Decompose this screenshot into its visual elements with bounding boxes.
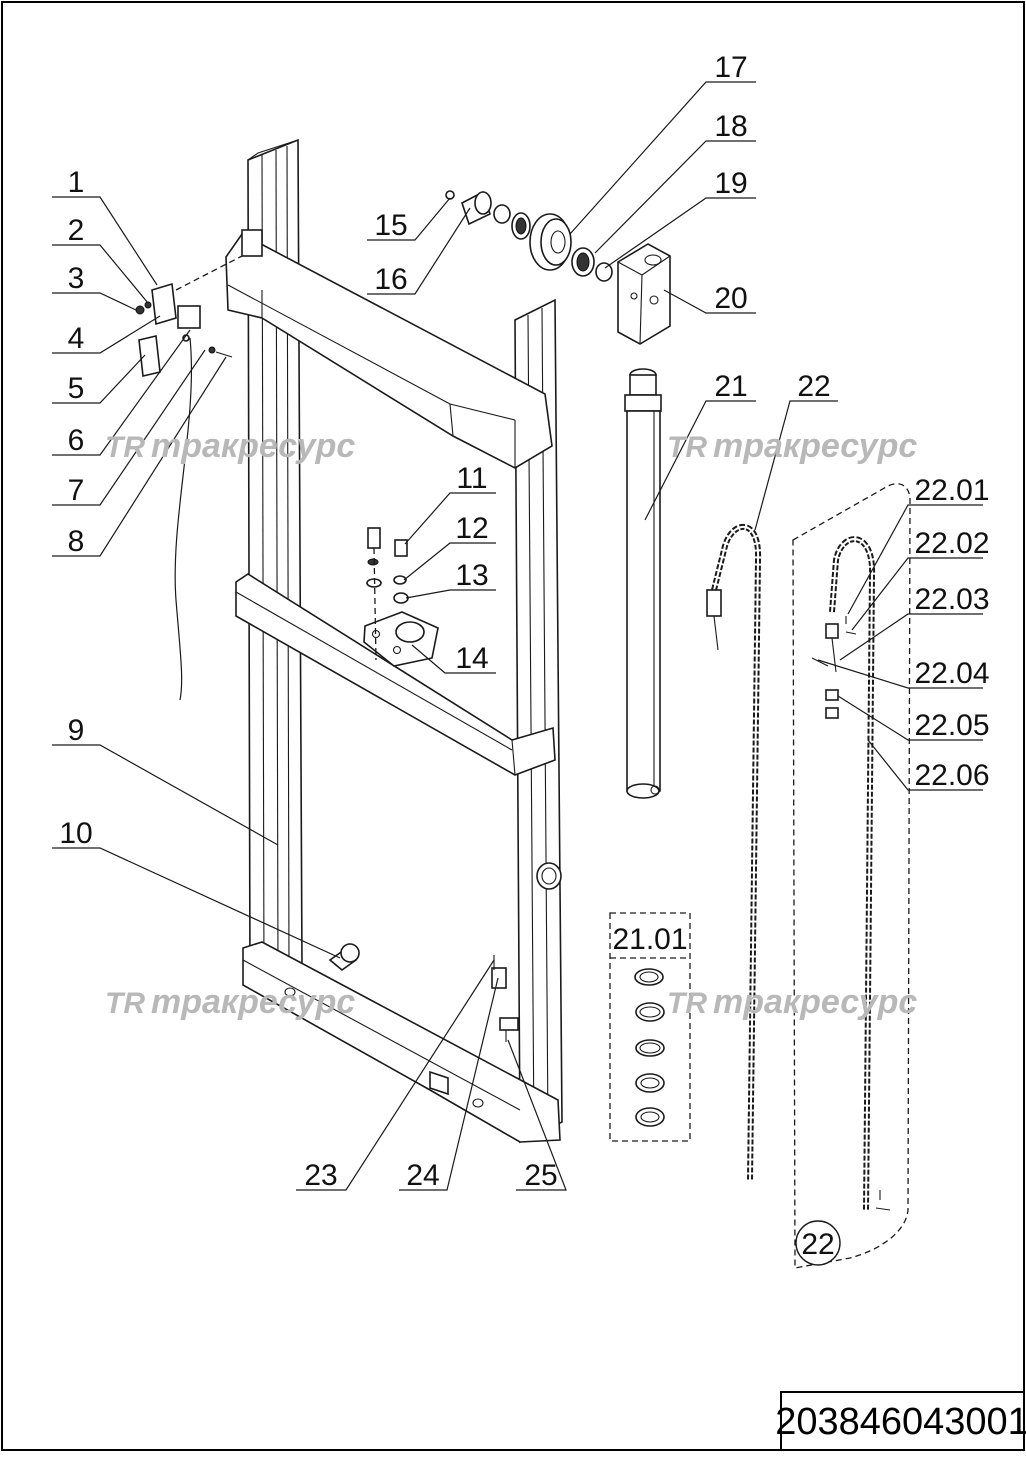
document-number-box: 203846043001 bbox=[775, 1391, 1026, 1451]
watermark-text: тракресурс bbox=[713, 983, 917, 1021]
watermark-logo: TR bbox=[105, 987, 145, 1020]
callout-22-06: 22.06 bbox=[914, 759, 989, 792]
callout-22-01: 22.01 bbox=[914, 474, 989, 507]
watermark-4: TR тракресурс bbox=[667, 983, 917, 1021]
watermark-text: тракресурс bbox=[151, 983, 355, 1021]
callout-15: 15 bbox=[374, 209, 407, 242]
callout-25: 25 bbox=[524, 1159, 557, 1192]
watermark-logo: TR bbox=[667, 431, 707, 464]
callout-17: 17 bbox=[714, 51, 747, 84]
callout-23: 23 bbox=[304, 1159, 337, 1192]
callout-19: 19 bbox=[714, 167, 747, 200]
callout-24: 24 bbox=[406, 1159, 439, 1192]
leader-lines bbox=[52, 81, 983, 1191]
callout-21: 21 bbox=[714, 370, 747, 403]
callout-1: 1 bbox=[68, 166, 85, 199]
callout-22-05: 22.05 bbox=[914, 709, 989, 742]
watermark-3: TR тракресурс bbox=[105, 983, 355, 1021]
seal-kit-box bbox=[609, 912, 691, 1142]
callout-22-04: 22.04 bbox=[914, 657, 989, 690]
callout-18: 18 bbox=[714, 110, 747, 143]
callout-8: 8 bbox=[68, 525, 85, 558]
pulley-assembly bbox=[445, 190, 671, 345]
callout-22-circle: 22 bbox=[801, 1228, 834, 1261]
screws-washers bbox=[366, 527, 409, 661]
callout-2: 2 bbox=[68, 214, 85, 247]
callout-22-02: 22.02 bbox=[914, 527, 989, 560]
watermark-2: TR тракресурс bbox=[667, 427, 917, 465]
watermark-logo: TR bbox=[105, 431, 145, 464]
callout-12: 12 bbox=[455, 512, 488, 545]
callout-20: 20 bbox=[714, 282, 747, 315]
callout-10: 10 bbox=[59, 817, 92, 850]
callout-11: 11 bbox=[456, 462, 487, 495]
callout-labels: 1 2 3 4 5 6 7 8 9 10 11 12 13 14 15 16 1… bbox=[59, 51, 989, 1261]
callout-22: 22 bbox=[797, 370, 830, 403]
cylinder bbox=[624, 368, 662, 799]
watermark-logo: TR bbox=[667, 987, 707, 1020]
callout-16: 16 bbox=[374, 263, 407, 296]
switch-assembly bbox=[135, 255, 243, 701]
callout-13: 13 bbox=[455, 559, 488, 592]
document-number: 203846043001 bbox=[775, 1401, 1026, 1443]
watermark-text: тракресурс bbox=[151, 427, 355, 465]
callout-6: 6 bbox=[68, 424, 85, 457]
callout-22-03: 22.03 bbox=[914, 583, 989, 616]
callout-4: 4 bbox=[68, 322, 85, 355]
callout-5: 5 bbox=[68, 372, 85, 405]
watermark-1: TR тракресурс bbox=[105, 427, 355, 465]
callout-14: 14 bbox=[455, 642, 488, 675]
watermark-text: тракресурс bbox=[713, 427, 917, 465]
callout-9: 9 bbox=[68, 714, 85, 747]
callout-7: 7 bbox=[68, 474, 85, 507]
chain-main bbox=[706, 523, 762, 1181]
callout-3: 3 bbox=[68, 262, 85, 295]
callout-21-01: 21.01 bbox=[612, 923, 687, 956]
chain-detail bbox=[792, 483, 911, 1269]
mast-frame bbox=[225, 138, 563, 1144]
